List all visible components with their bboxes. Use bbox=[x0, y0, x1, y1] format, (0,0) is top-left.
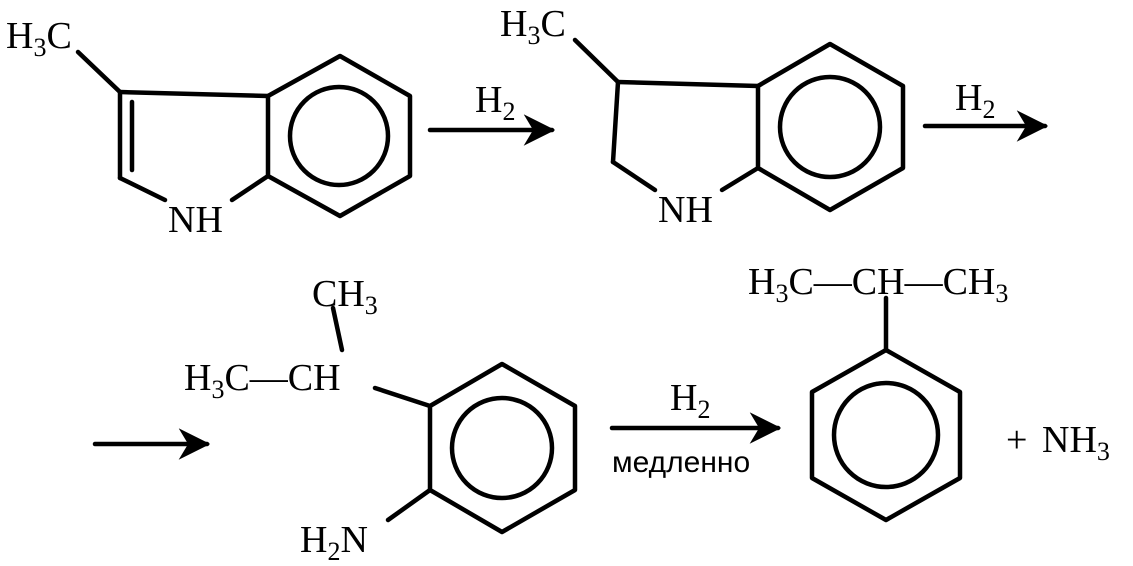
isopropyl-chain-label: H3C—CH—CH3 bbox=[748, 261, 1008, 308]
bond-ring-ch bbox=[372, 385, 433, 409]
molecule-2-isopropylaniline: CH3 H3C—CH H2N bbox=[184, 273, 578, 566]
bond-c3a-c3 bbox=[615, 79, 761, 89]
bond-c2-n bbox=[117, 175, 168, 203]
methyl-label: H3C bbox=[6, 15, 72, 62]
bond-c3-methyl bbox=[572, 37, 621, 85]
bond-c2-n bbox=[610, 159, 658, 193]
bond-n-c7a bbox=[229, 173, 271, 203]
bond-ch-ch3 bbox=[330, 305, 345, 353]
reagent-label: H2 bbox=[475, 79, 515, 126]
condition-label: медленно bbox=[612, 446, 750, 479]
bond-ring-nh2 bbox=[385, 487, 433, 523]
bond-n-c7a bbox=[719, 165, 761, 193]
nh-label: NH bbox=[168, 199, 223, 241]
aromatic-circle bbox=[449, 395, 555, 501]
bond-c3-methyl bbox=[75, 49, 123, 95]
isopropyl-label: H3C—CH bbox=[184, 357, 341, 404]
amine-label: H2N bbox=[300, 519, 368, 566]
molecule-isopropylbenzene: H3C—CH—CH3 bbox=[748, 261, 1008, 523]
arrow-4: H2 медленно bbox=[609, 377, 782, 479]
bond-c3-c2 bbox=[610, 79, 621, 165]
arrow-2: H2 bbox=[922, 77, 1049, 142]
aromatic-circle bbox=[777, 74, 883, 180]
molecule-3-methylindoline: H3C NH bbox=[500, 3, 906, 231]
plus-sign: + bbox=[1006, 419, 1027, 461]
bond-c3a-c3 bbox=[117, 89, 271, 99]
aromatic-circle bbox=[831, 380, 941, 490]
methyl-label: H3C bbox=[500, 3, 566, 50]
benzene-ring bbox=[809, 347, 963, 523]
molecule-3-methylindole: H3C NH bbox=[6, 15, 413, 241]
ch3-label: CH3 bbox=[312, 273, 378, 320]
reagent-label: H2 bbox=[955, 77, 995, 124]
aromatic-circle bbox=[287, 84, 391, 188]
reagent-label: H2 bbox=[670, 377, 710, 424]
arrow-1: H2 bbox=[427, 79, 556, 146]
ammonia-label: NH3 bbox=[1042, 419, 1110, 466]
nh-label: NH bbox=[658, 189, 713, 231]
